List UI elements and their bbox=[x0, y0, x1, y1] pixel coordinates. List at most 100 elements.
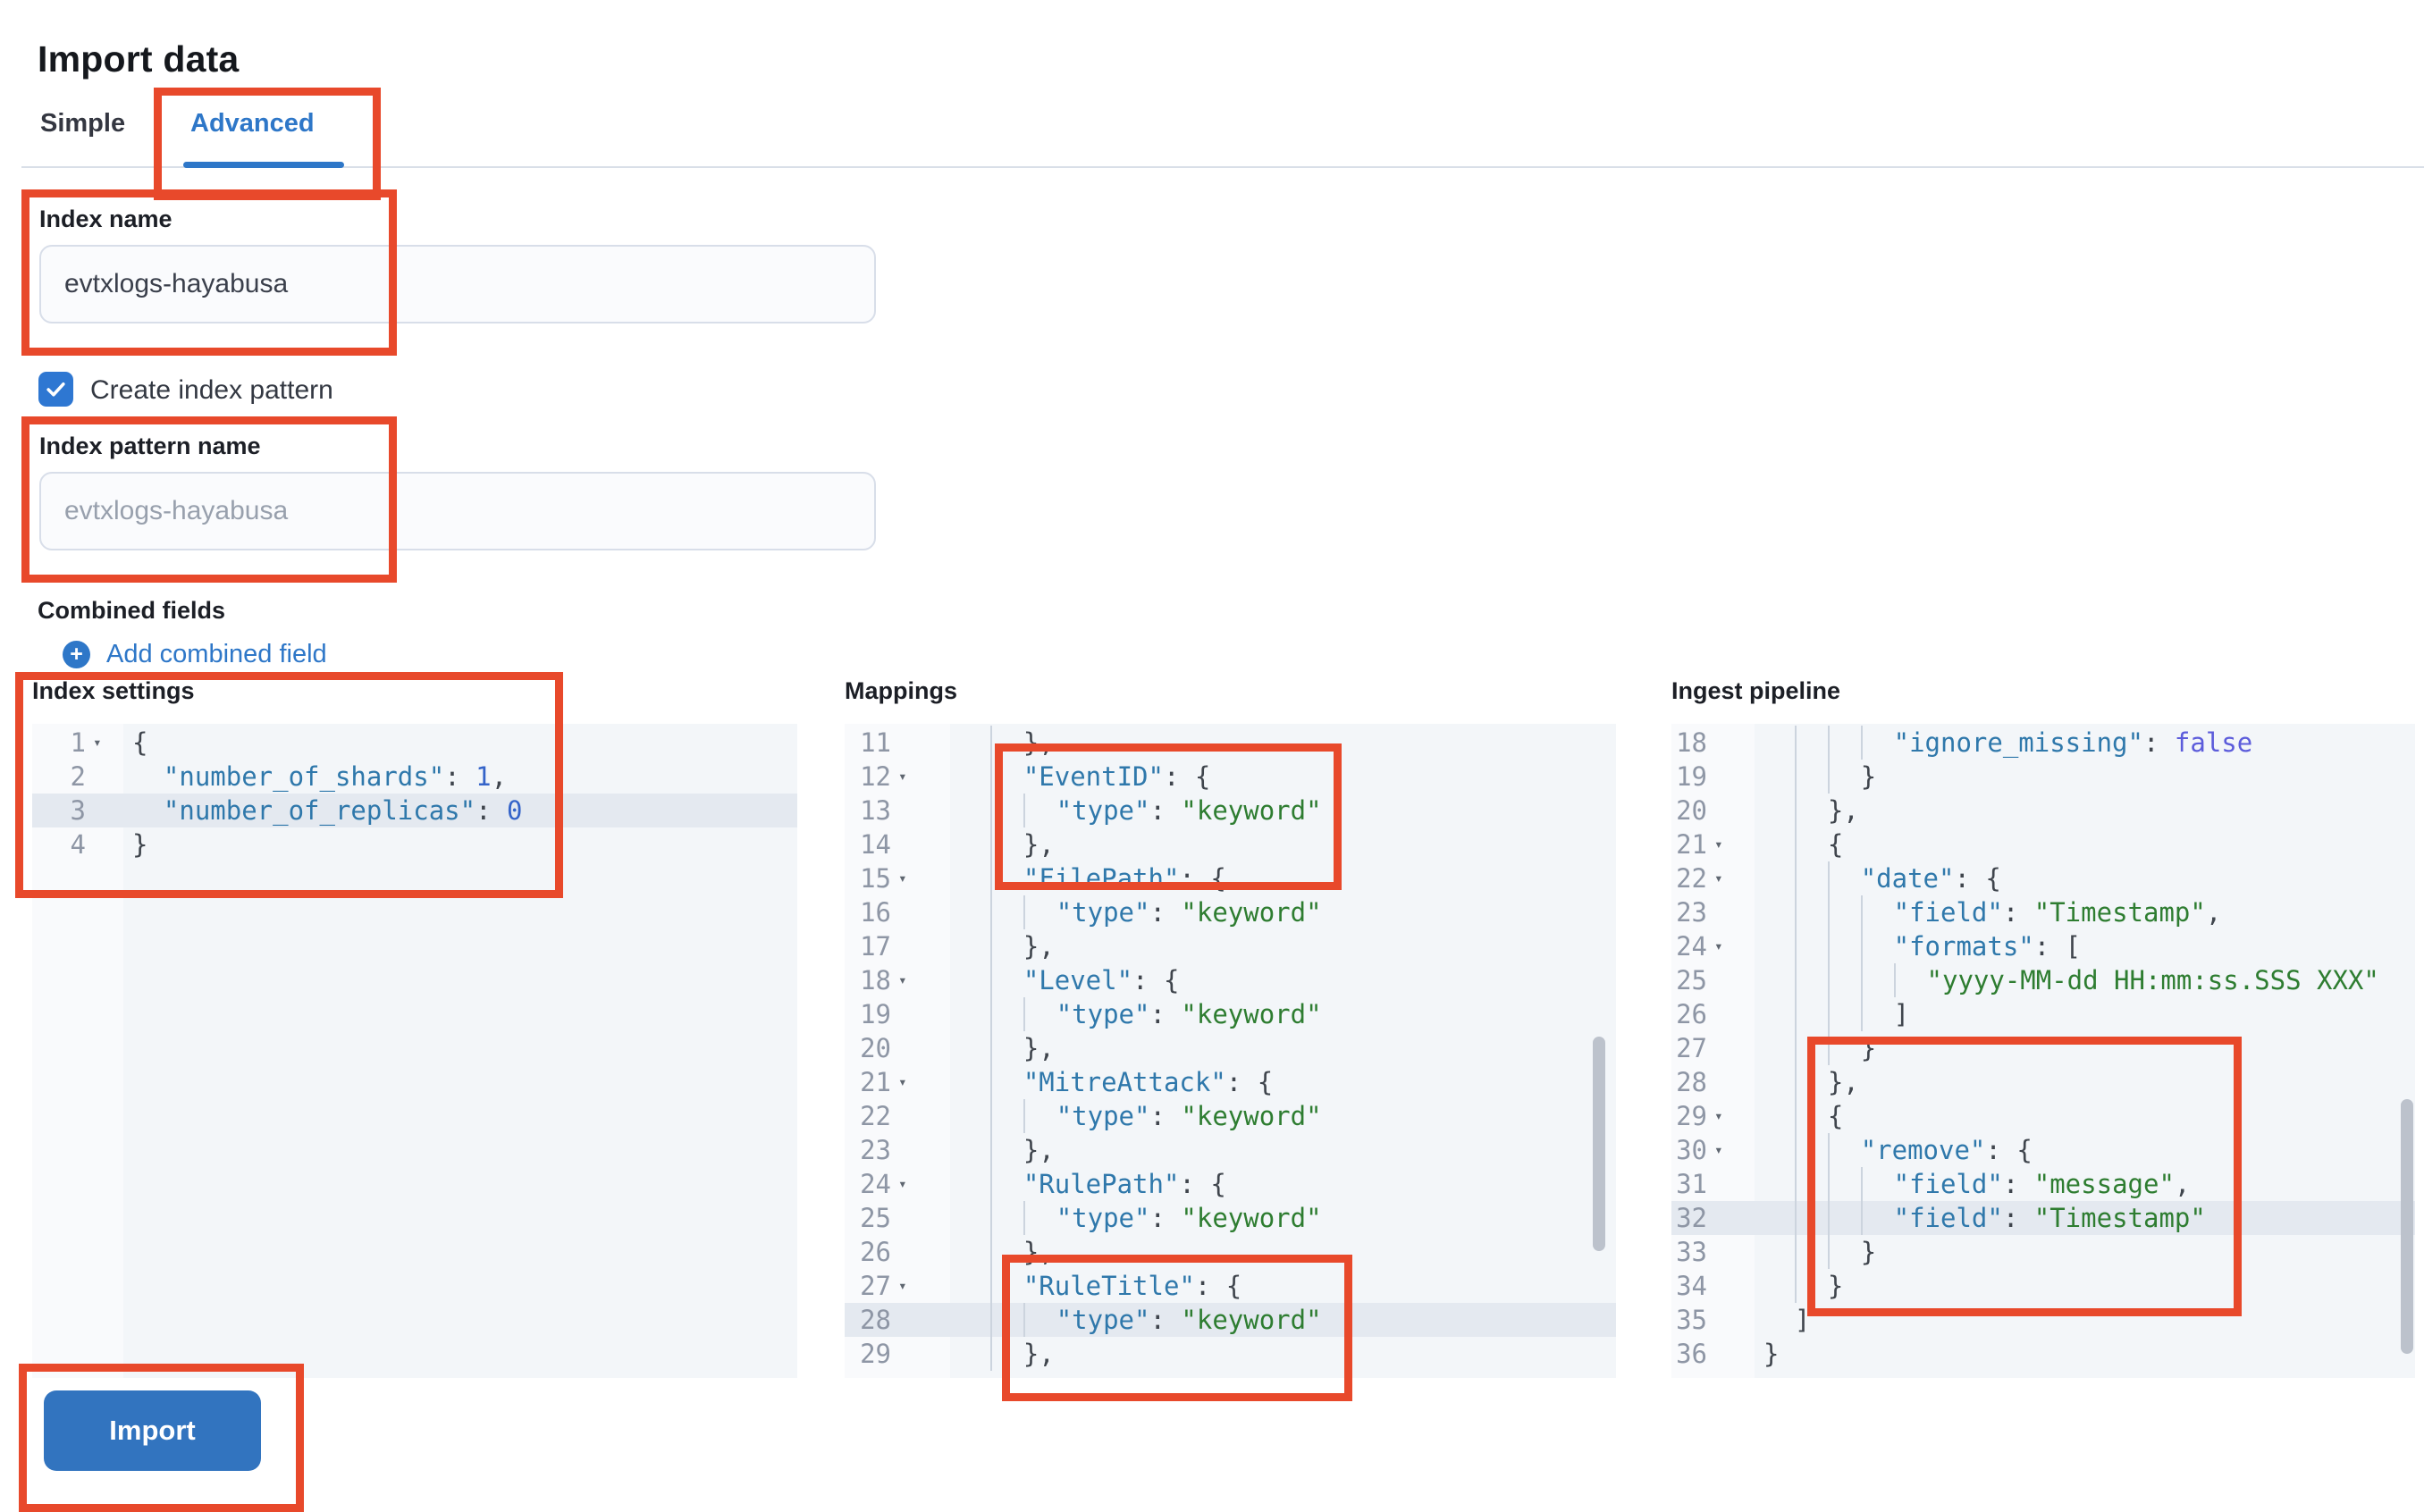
ingest-scrollbar-thumb[interactable] bbox=[2401, 1099, 2413, 1354]
line-number: 11 bbox=[860, 727, 891, 758]
tabs-divider bbox=[21, 166, 2424, 168]
fold-arrow-empty bbox=[891, 1099, 950, 1133]
tab-simple[interactable]: Simple bbox=[40, 109, 126, 138]
indent-guide bbox=[1794, 1201, 1828, 1235]
fold-arrow-icon[interactable]: ▾ bbox=[898, 768, 907, 785]
indent-guide bbox=[989, 827, 1023, 861]
code-text: "type": "keyword" bbox=[950, 794, 1322, 827]
indent-guide bbox=[1023, 895, 1056, 929]
index-name-label: Index name bbox=[39, 206, 173, 232]
line-number: 26 bbox=[860, 1237, 891, 1267]
code-text: { bbox=[132, 727, 148, 758]
fold-arrow-icon[interactable]: ▾ bbox=[1714, 869, 1723, 886]
fold-arrow-icon[interactable]: ▾ bbox=[898, 971, 907, 988]
indent-guide bbox=[989, 1031, 1023, 1065]
mappings-editor[interactable]: 11},12▾"EventID": {13"type": "keyword"14… bbox=[845, 724, 1616, 1378]
fold-arrow-empty bbox=[1707, 794, 1755, 827]
code-text: }, bbox=[950, 827, 1055, 861]
editor-code-area bbox=[1755, 724, 2415, 1378]
code-text: { bbox=[1755, 1099, 1843, 1133]
code-text: "field": "Timestamp", bbox=[1755, 895, 2221, 929]
checkmark-icon bbox=[45, 378, 67, 400]
code-line: 26}, bbox=[845, 1235, 1616, 1269]
code-line: 23}, bbox=[845, 1133, 1616, 1167]
code-text: } bbox=[1755, 760, 1876, 794]
indent-guide bbox=[989, 760, 1023, 794]
fold-arrow-icon[interactable]: ▾ bbox=[1714, 1107, 1723, 1124]
fold-arrow-icon[interactable]: ▾ bbox=[1714, 836, 1723, 853]
add-combined-field-link[interactable]: + Add combined field bbox=[63, 640, 327, 669]
code-text: }, bbox=[950, 726, 1055, 760]
line-number: 36 bbox=[1676, 1339, 1707, 1369]
line-number: 27 bbox=[860, 1271, 891, 1301]
indent-guide bbox=[989, 895, 1023, 929]
line-number: 17 bbox=[860, 931, 891, 962]
indent-guide bbox=[1794, 794, 1828, 827]
code-line: 16"type": "keyword" bbox=[845, 895, 1616, 929]
indent-guide bbox=[1794, 997, 1828, 1031]
code-text: "RuleTitle": { bbox=[950, 1269, 1241, 1303]
fold-arrow-icon[interactable]: ▾ bbox=[898, 869, 907, 886]
index-name-input[interactable] bbox=[39, 245, 876, 323]
indent-guide bbox=[1794, 726, 1828, 760]
code-line: 17}, bbox=[845, 929, 1616, 963]
import-button[interactable]: Import bbox=[44, 1390, 261, 1471]
active-tab-underline bbox=[183, 162, 344, 168]
fold-arrow-icon[interactable]: ▾ bbox=[898, 1277, 907, 1294]
editor-gutter bbox=[32, 724, 123, 1378]
fold-arrow-icon[interactable]: ▾ bbox=[1714, 937, 1723, 954]
fold-arrow-empty bbox=[891, 827, 950, 861]
code-text: "RulePath": { bbox=[950, 1167, 1226, 1201]
line-number: 20 bbox=[860, 1033, 891, 1063]
code-line: 1▾{ bbox=[32, 726, 797, 760]
indent-guide bbox=[989, 963, 1023, 997]
code-text: } bbox=[1755, 1235, 1876, 1269]
code-text: "FilePath": { bbox=[950, 861, 1226, 895]
index-settings-editor[interactable]: 1▾{2"number_of_shards": 1,3"number_of_re… bbox=[32, 724, 797, 1378]
code-text: "EventID": { bbox=[950, 760, 1210, 794]
line-number: 28 bbox=[860, 1305, 891, 1335]
indent-guide bbox=[989, 1099, 1023, 1133]
fold-arrow-empty bbox=[891, 997, 950, 1031]
code-line: 15▾"FilePath": { bbox=[845, 861, 1616, 895]
indent-guide bbox=[1860, 1201, 1894, 1235]
code-text: "type": "keyword" bbox=[950, 1099, 1322, 1133]
mappings-scrollbar-thumb[interactable] bbox=[1593, 1037, 1605, 1251]
plus-icon: + bbox=[63, 641, 90, 668]
line-number: 21 bbox=[860, 1067, 891, 1097]
line-number: 21 bbox=[1676, 829, 1707, 860]
line-number: 26 bbox=[1676, 999, 1707, 1029]
line-number: 3 bbox=[70, 795, 86, 826]
indent-guide bbox=[1827, 997, 1861, 1031]
line-number: 34 bbox=[1676, 1271, 1707, 1301]
index-pattern-name-input[interactable] bbox=[39, 472, 876, 550]
add-combined-field-label: Add combined field bbox=[106, 640, 327, 668]
code-text: }, bbox=[950, 929, 1055, 963]
code-line: 29}, bbox=[845, 1337, 1616, 1371]
indent-guide bbox=[1827, 963, 1861, 997]
indent-guide bbox=[989, 929, 1023, 963]
code-line-active: 32"field": "Timestamp" bbox=[1671, 1201, 2415, 1235]
fold-arrow-icon[interactable]: ▾ bbox=[1714, 1141, 1723, 1158]
tab-advanced[interactable]: Advanced bbox=[190, 109, 315, 138]
code-text: }, bbox=[1755, 1065, 1859, 1099]
code-line: 24▾"formats": [ bbox=[1671, 929, 2415, 963]
fold-arrow-icon[interactable]: ▾ bbox=[898, 1175, 907, 1192]
fold-arrow-icon[interactable]: ▾ bbox=[898, 1073, 907, 1090]
fold-arrow-empty bbox=[1707, 997, 1755, 1031]
fold-arrow-icon[interactable]: ▾ bbox=[93, 734, 102, 751]
indent-guide bbox=[1893, 963, 1927, 997]
line-number: 23 bbox=[1676, 897, 1707, 928]
fold-arrow-empty bbox=[86, 794, 123, 827]
fold-arrow-empty bbox=[1707, 1235, 1755, 1269]
code-text: { bbox=[1755, 827, 1843, 861]
indent-guide bbox=[1023, 997, 1056, 1031]
create-index-pattern-checkbox[interactable] bbox=[38, 372, 73, 407]
line-number: 19 bbox=[1676, 761, 1707, 792]
indent-guide bbox=[1023, 1099, 1056, 1133]
code-line: 35] bbox=[1671, 1303, 2415, 1337]
code-text: "MitreAttack": { bbox=[950, 1065, 1273, 1099]
fold-arrow-empty bbox=[891, 1303, 950, 1337]
indent-guide bbox=[1827, 1167, 1861, 1201]
